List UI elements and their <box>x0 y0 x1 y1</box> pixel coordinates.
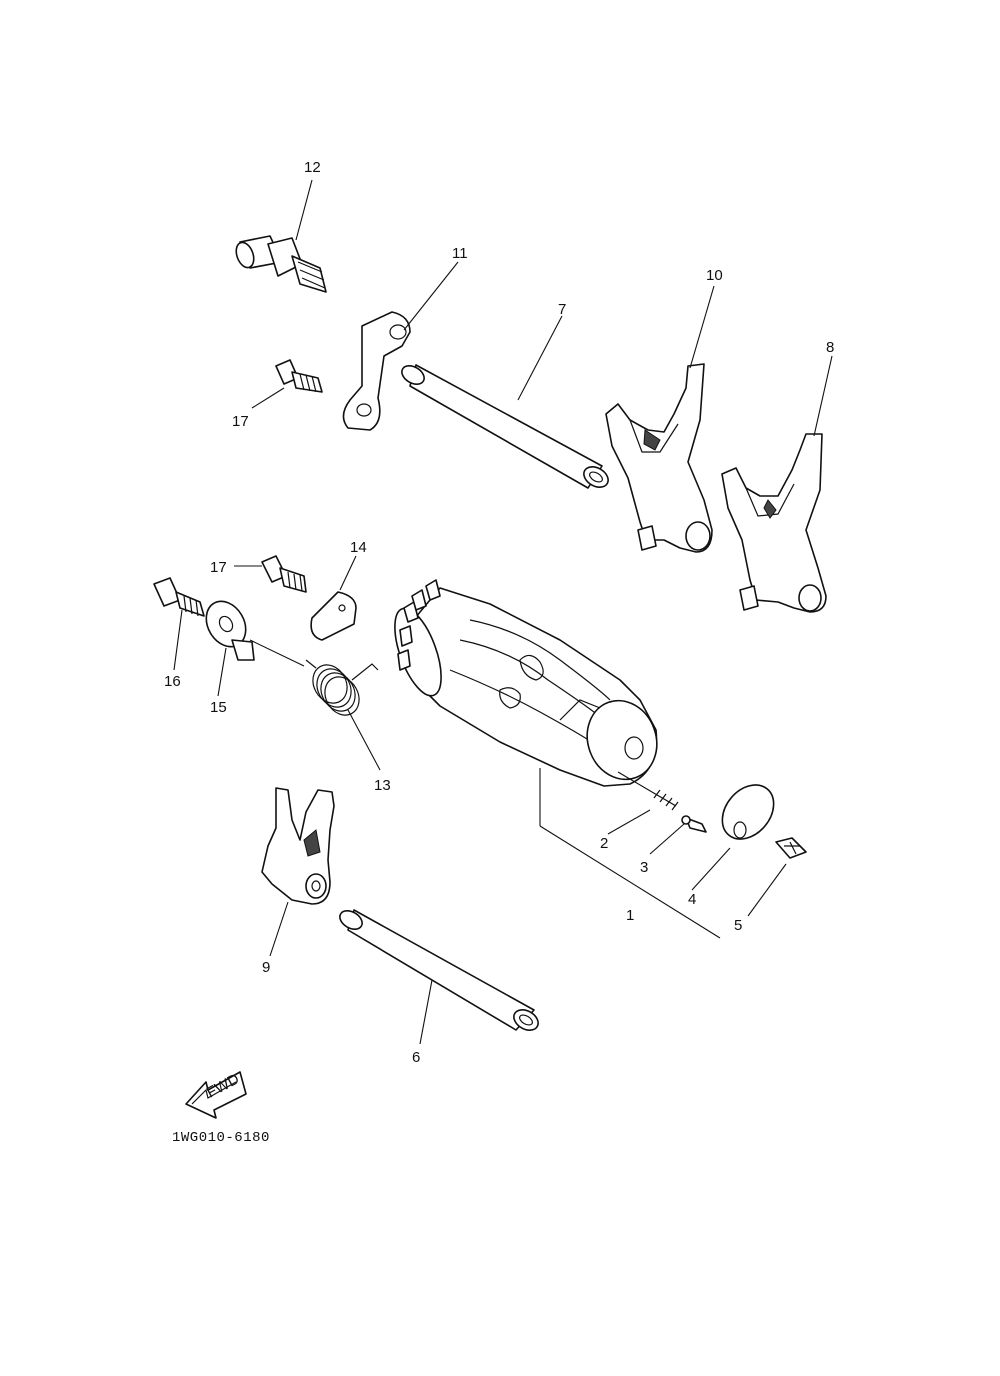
callout-8: 8 <box>826 339 834 356</box>
callout-6: 6 <box>412 1049 420 1066</box>
part-1-shift-drum <box>394 579 721 939</box>
part-11-stopper-lever <box>342 311 411 431</box>
front-arrow-icon: FWD <box>185 1070 247 1119</box>
part-8-shift-fork-1 <box>721 433 827 613</box>
callout-13: 13 <box>374 777 391 794</box>
callout-14: 14 <box>350 539 367 556</box>
part-14-plate <box>310 591 357 641</box>
callout-17-lower: 17 <box>210 559 227 576</box>
callout-12: 12 <box>304 159 321 176</box>
callout-17-upper: 17 <box>232 413 249 430</box>
callout-10: 10 <box>706 267 723 284</box>
part-4-washer <box>721 784 775 840</box>
callout-2: 2 <box>600 835 608 852</box>
callout-11: 11 <box>452 245 468 262</box>
callout-labels: 12 11 7 10 8 17 17 14 16 15 13 2 3 1 4 5… <box>164 159 834 1066</box>
part-16-bolt <box>153 577 205 617</box>
part-3-pin <box>681 815 707 833</box>
callout-16: 16 <box>164 673 181 690</box>
part-12-stud-bolt <box>235 235 327 293</box>
part-15-collar <box>205 600 305 667</box>
diagram-code: 1WG010-6180 <box>172 1130 270 1146</box>
leader-lines <box>173 179 833 1045</box>
part-13-spring <box>305 659 379 716</box>
part-5-screw <box>775 837 807 859</box>
callout-9: 9 <box>262 959 270 976</box>
part-7-guide-bar <box>401 364 609 489</box>
callout-15: 15 <box>210 699 227 716</box>
part-10-shift-fork-3 <box>605 363 713 553</box>
part-6-guide-bar <box>339 909 539 1031</box>
callout-7: 7 <box>558 301 566 318</box>
callout-5: 5 <box>734 917 742 934</box>
part-9-shift-fork-2 <box>261 787 335 905</box>
part-2-spring <box>617 771 679 811</box>
part-17-bolt-lower <box>261 555 307 593</box>
callout-1: 1 <box>626 907 634 924</box>
part-17-bolt-upper <box>275 359 323 393</box>
callout-4: 4 <box>688 891 696 908</box>
callout-3: 3 <box>640 859 648 876</box>
